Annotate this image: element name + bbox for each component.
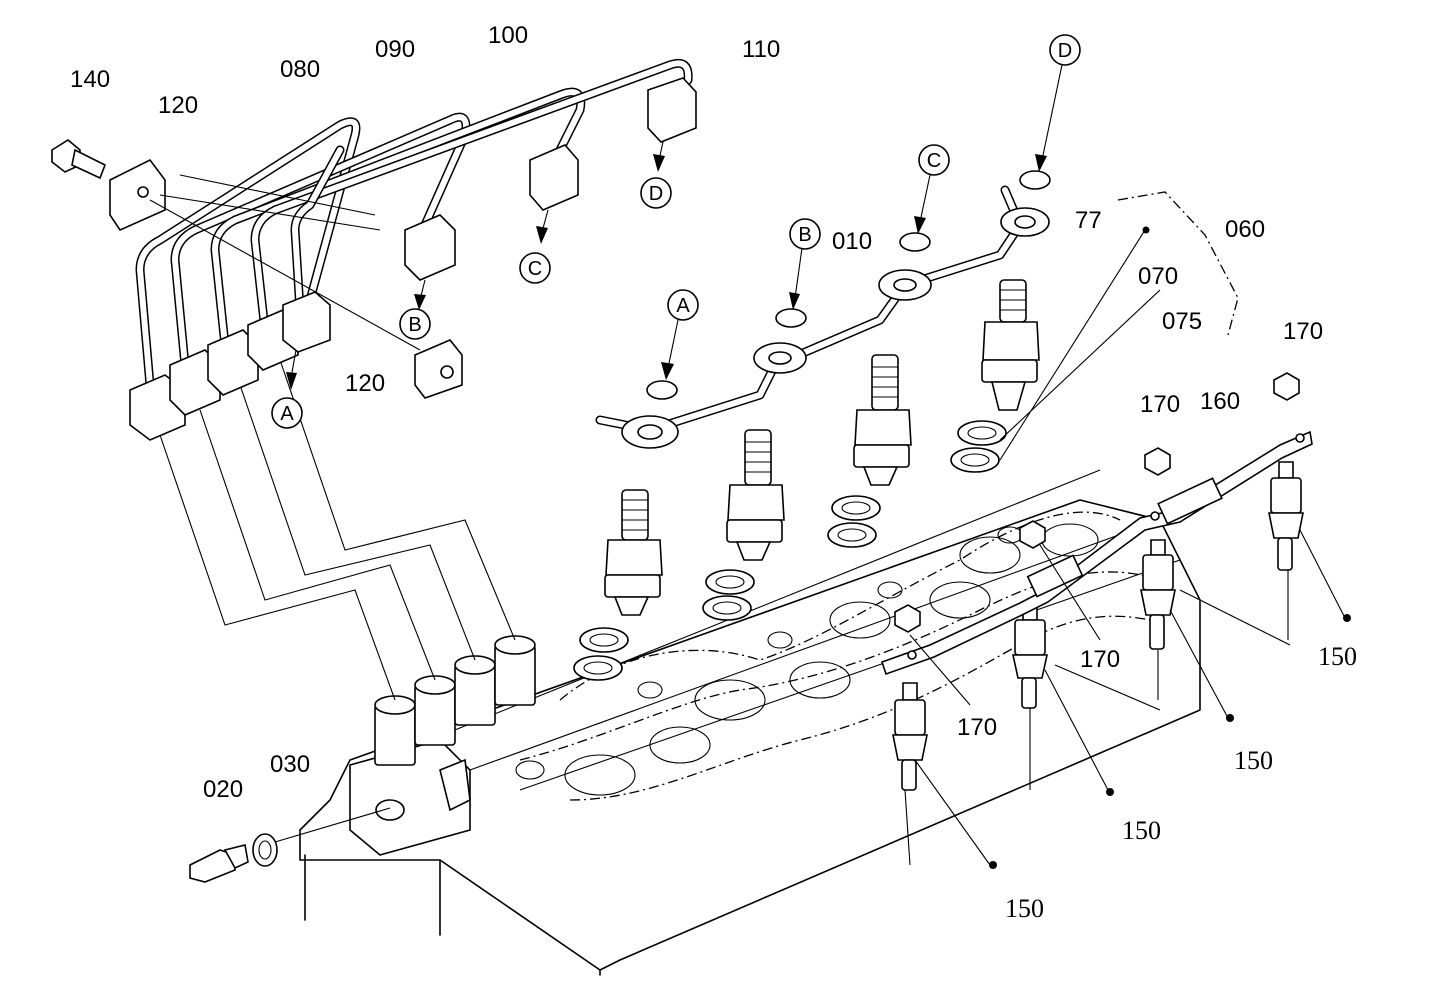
part-label: 080 xyxy=(280,56,320,83)
injection-nozzles xyxy=(604,279,1040,616)
overflow-pipe xyxy=(595,185,1050,449)
callout-letters: D C B A A B C D xyxy=(271,34,1081,429)
glow-plug-lead xyxy=(880,430,1313,676)
callout-circle: A xyxy=(667,289,699,321)
part-label: 170 xyxy=(1140,391,1180,418)
glow-plugs xyxy=(892,461,1304,791)
part-label: 170 xyxy=(1080,646,1120,673)
part-label: 090 xyxy=(375,36,415,63)
part-label: 110 xyxy=(742,36,780,63)
svg-text:D: D xyxy=(1058,40,1072,62)
part-label: 100 xyxy=(488,22,528,49)
part-label: 070 xyxy=(1138,263,1178,290)
glow-plug-labels: 150 150 150 150 xyxy=(1005,642,1357,923)
delivery-valves xyxy=(374,635,536,766)
part-label: 170 xyxy=(957,714,997,741)
part-label: 140 xyxy=(70,66,110,93)
part-label: 030 xyxy=(270,751,310,778)
pipe-clamps xyxy=(109,158,463,399)
banjo-arrows xyxy=(661,64,1063,380)
pipe-arrows xyxy=(286,141,665,390)
part-label: 77 xyxy=(1075,207,1102,234)
pipe-leader-lines xyxy=(159,359,516,701)
drain-plug xyxy=(189,807,391,883)
part-label: 160 xyxy=(1200,388,1240,415)
svg-text:B: B xyxy=(798,224,811,246)
callout-circle: C xyxy=(519,252,551,284)
part-label: 150 xyxy=(1005,894,1044,923)
callout-circle: D xyxy=(1049,34,1081,66)
svg-text:A: A xyxy=(676,295,690,317)
part-label: 075 xyxy=(1162,308,1202,335)
part-label: 120 xyxy=(158,92,198,119)
pump-housing xyxy=(349,739,471,856)
nozzle-gaskets xyxy=(573,420,1007,681)
banjo-nuts xyxy=(646,170,1051,400)
lead-nuts xyxy=(894,372,1300,706)
svg-text:A: A xyxy=(280,403,294,425)
glow-plug-leaders xyxy=(904,529,1351,869)
injection-pipes xyxy=(135,58,693,390)
svg-text:B: B xyxy=(408,314,421,336)
svg-text:C: C xyxy=(927,150,941,172)
callout-circle: D xyxy=(640,177,672,209)
part-label: 150 xyxy=(1234,746,1273,775)
part-label: 060 xyxy=(1225,216,1265,243)
part-label: 120 xyxy=(345,370,385,397)
svg-text:C: C xyxy=(528,258,542,280)
part-label: 010 xyxy=(832,228,872,255)
part-label: 020 xyxy=(203,776,243,803)
callout-circle: C xyxy=(918,144,950,176)
callout-circle: B xyxy=(399,308,431,340)
clamp-bolt xyxy=(51,139,107,180)
assembly-bracket xyxy=(999,191,1239,461)
part-labels: 140 120 080 090 100 110 120 010 77 060 0… xyxy=(70,22,1323,803)
cylinder-head xyxy=(299,469,1201,976)
part-label: 150 xyxy=(1318,642,1357,671)
svg-text:D: D xyxy=(649,183,663,205)
part-label: 150 xyxy=(1122,816,1161,845)
part-label: 170 xyxy=(1283,318,1323,345)
callout-circle: B xyxy=(789,218,821,250)
pipe-nuts xyxy=(129,77,697,441)
callout-circle: A xyxy=(271,397,303,429)
